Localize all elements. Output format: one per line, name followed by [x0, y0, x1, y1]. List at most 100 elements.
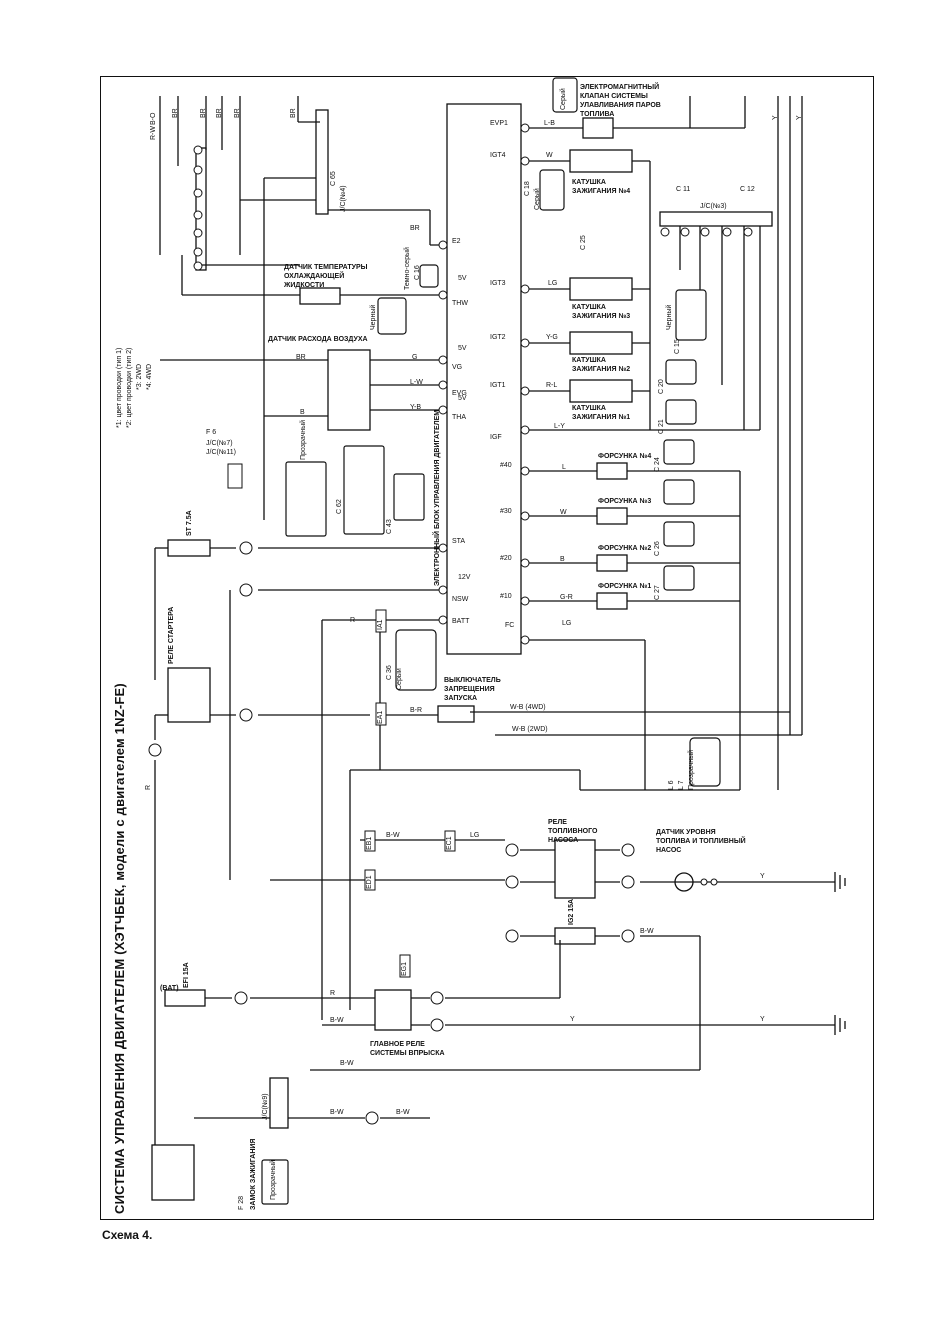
wire-w-inj3: W [560, 509, 567, 516]
wire-wb-mr: Y [570, 1016, 575, 1023]
wire-y-inj1: G-R [560, 594, 573, 601]
wire-bo: B-O [150, 112, 157, 125]
wire-br-maf: BR [296, 354, 306, 361]
wire-br-2: BR [200, 108, 207, 118]
fuse-efi-label: EFI 15A [183, 962, 190, 988]
ecu-pin-sta: STA [452, 538, 466, 545]
wire-lg-fp: LG [470, 832, 480, 839]
conn-c36: C 36 [386, 665, 393, 680]
wire-r-st: R [145, 784, 152, 790]
conn-ia1: IA1 [377, 619, 384, 630]
gray-label-3: Серый [396, 668, 403, 690]
wire-bw-ig2: B-W [330, 1109, 344, 1116]
transparent-label-3: Прозрачный [688, 749, 695, 790]
fuse-ig2-label: IG2 15A [568, 898, 575, 925]
wire-bw-mr: B-W [330, 1017, 344, 1024]
transparent-label-2: Прозрачный [270, 1159, 277, 1200]
conn-f28: F 28 [238, 1195, 245, 1210]
conn-c27: C 27 [654, 585, 661, 600]
conn-c12: C 12 [740, 186, 755, 193]
wire-bw-ig2fuse: B-W [640, 928, 654, 935]
wire-rw-mr: R [330, 990, 336, 997]
wire-bw-ig: B-W [340, 1060, 354, 1067]
conn-c43: C 43 [386, 519, 393, 534]
conn-c20: C 20 [658, 379, 665, 394]
injector3-label: ФОРСУНКА №3 [598, 498, 652, 505]
wire-wb-2wd: W-B (2WD) [512, 726, 548, 733]
transparent-label-1: Прозрачный [300, 419, 307, 460]
ecu-pin-vg: VG [452, 364, 463, 371]
ignition-switch-label: ЗАМОК ЗАЖИГАНИЯ [250, 1138, 257, 1210]
wire-g-vg: G [412, 354, 418, 361]
starter-relay-label: РЕЛЕ СТАРТЕРА [168, 606, 175, 664]
conn-c62: C 62 [336, 499, 343, 514]
conn-c25: C 25 [580, 235, 587, 250]
ecu-pin-40: #40 [500, 462, 512, 469]
wire-gr-igt3: LG [548, 280, 558, 287]
jc7-label: J/C(№7) [206, 440, 233, 447]
ecu-pin-igt2: IGT2 [490, 334, 506, 341]
ecu-pin-e2: E2 [452, 238, 461, 245]
conn-c16: C 16 [414, 265, 421, 280]
maf-sensor-label: ДАТЧИК РАСХОДА ВОЗДУХА [268, 336, 368, 343]
injector2-label: ФОРСУНКА №2 [598, 545, 652, 552]
wire-wb-1: Y [772, 115, 779, 120]
ecu-pin-batt: BATT [452, 618, 470, 625]
ecu-pin-igt3: IGT3 [490, 280, 506, 287]
conn-c18: C 18 [524, 181, 531, 196]
conn-c11: C 11 [676, 186, 691, 193]
wire-br-1: BR [172, 108, 179, 118]
ecu-pin-30: #30 [500, 508, 512, 515]
coil1-label: КАТУШКА ЗАЖИГАНИЯ №1 [572, 405, 631, 421]
wire-b-inj2: B [560, 556, 565, 563]
wire-wb-gnd1: Y [760, 873, 765, 880]
wire-rw-batt: R [350, 617, 356, 624]
coil4-label: КАТУШКА ЗАЖИГАНИЯ №4 [572, 179, 631, 195]
gray-label-1: Серый [560, 88, 567, 110]
conn-eg1: EG1 [401, 961, 408, 976]
bat-label: (BAT) [160, 985, 179, 992]
wire-ly-igf: L-Y [554, 423, 565, 430]
wire-br-4: BR [234, 108, 241, 118]
jc11-label: J/C(№11) [206, 449, 236, 456]
ecu-pin-20: #20 [500, 555, 512, 562]
conn-ed1: ED1 [366, 875, 373, 889]
wire-gr-fc: LG [562, 620, 572, 627]
ecu-body [446, 103, 522, 655]
wire-br-inhibit: B-R [410, 707, 423, 714]
ecu-pin-tha: THA [452, 414, 466, 421]
black-label-1: Черный [370, 304, 377, 330]
ecu-pin-evp1: EVP1 [490, 120, 508, 127]
ecu-pin-thw: THW [452, 300, 468, 307]
wire-br-5: BR [290, 108, 297, 118]
wire-br-3: BR [216, 108, 223, 118]
terminal-markers [148, 123, 753, 1125]
v5-label-3: 5V [458, 395, 467, 402]
conn-c24: C 24 [654, 457, 661, 472]
wire-lw-evg: L-W [410, 379, 423, 386]
connector-symbols [261, 77, 721, 1205]
wire-yb-tha: Y-B [410, 404, 422, 411]
wire-wb-2: Y [796, 115, 803, 120]
dark-gray-label: Темно-серый [404, 247, 411, 290]
wire-lb-evap: L-B [544, 120, 555, 127]
wire-bw-fp: B-W [386, 832, 400, 839]
v12-label: 12V [458, 574, 471, 581]
ecu-label: ЭЛЕКТРОННЫЙ БЛОК УПРАВЛЕНИЯ ДВИГАТЕЛЕМ [434, 409, 441, 586]
conn-l7: L 7 [678, 780, 685, 790]
v5-label-2: 5V [458, 345, 467, 352]
diagram-frame [100, 76, 874, 1220]
jc4-label: J/C(№4) [340, 185, 347, 212]
wire-l-inj4: L [562, 464, 566, 471]
wire-rl-igt1: R-L [546, 382, 558, 389]
v5-label-1: 5V [458, 275, 467, 282]
wire-br-e2: BR [410, 225, 420, 232]
start-inhibit-label: ВЫКЛЮЧАТЕЛЬ ЗАПРЕЩЕНИЯ ЗАПУСКА [444, 677, 501, 702]
wire-b-maf: B [300, 409, 305, 416]
ecu-pin-nsw: NSW [452, 596, 469, 603]
ecu-pin-evg: EVG [452, 390, 467, 397]
conn-c21: C 21 [658, 419, 665, 434]
conn-c65: C 65 [330, 171, 337, 186]
ecu-pin-igt1: IGT1 [490, 382, 506, 389]
